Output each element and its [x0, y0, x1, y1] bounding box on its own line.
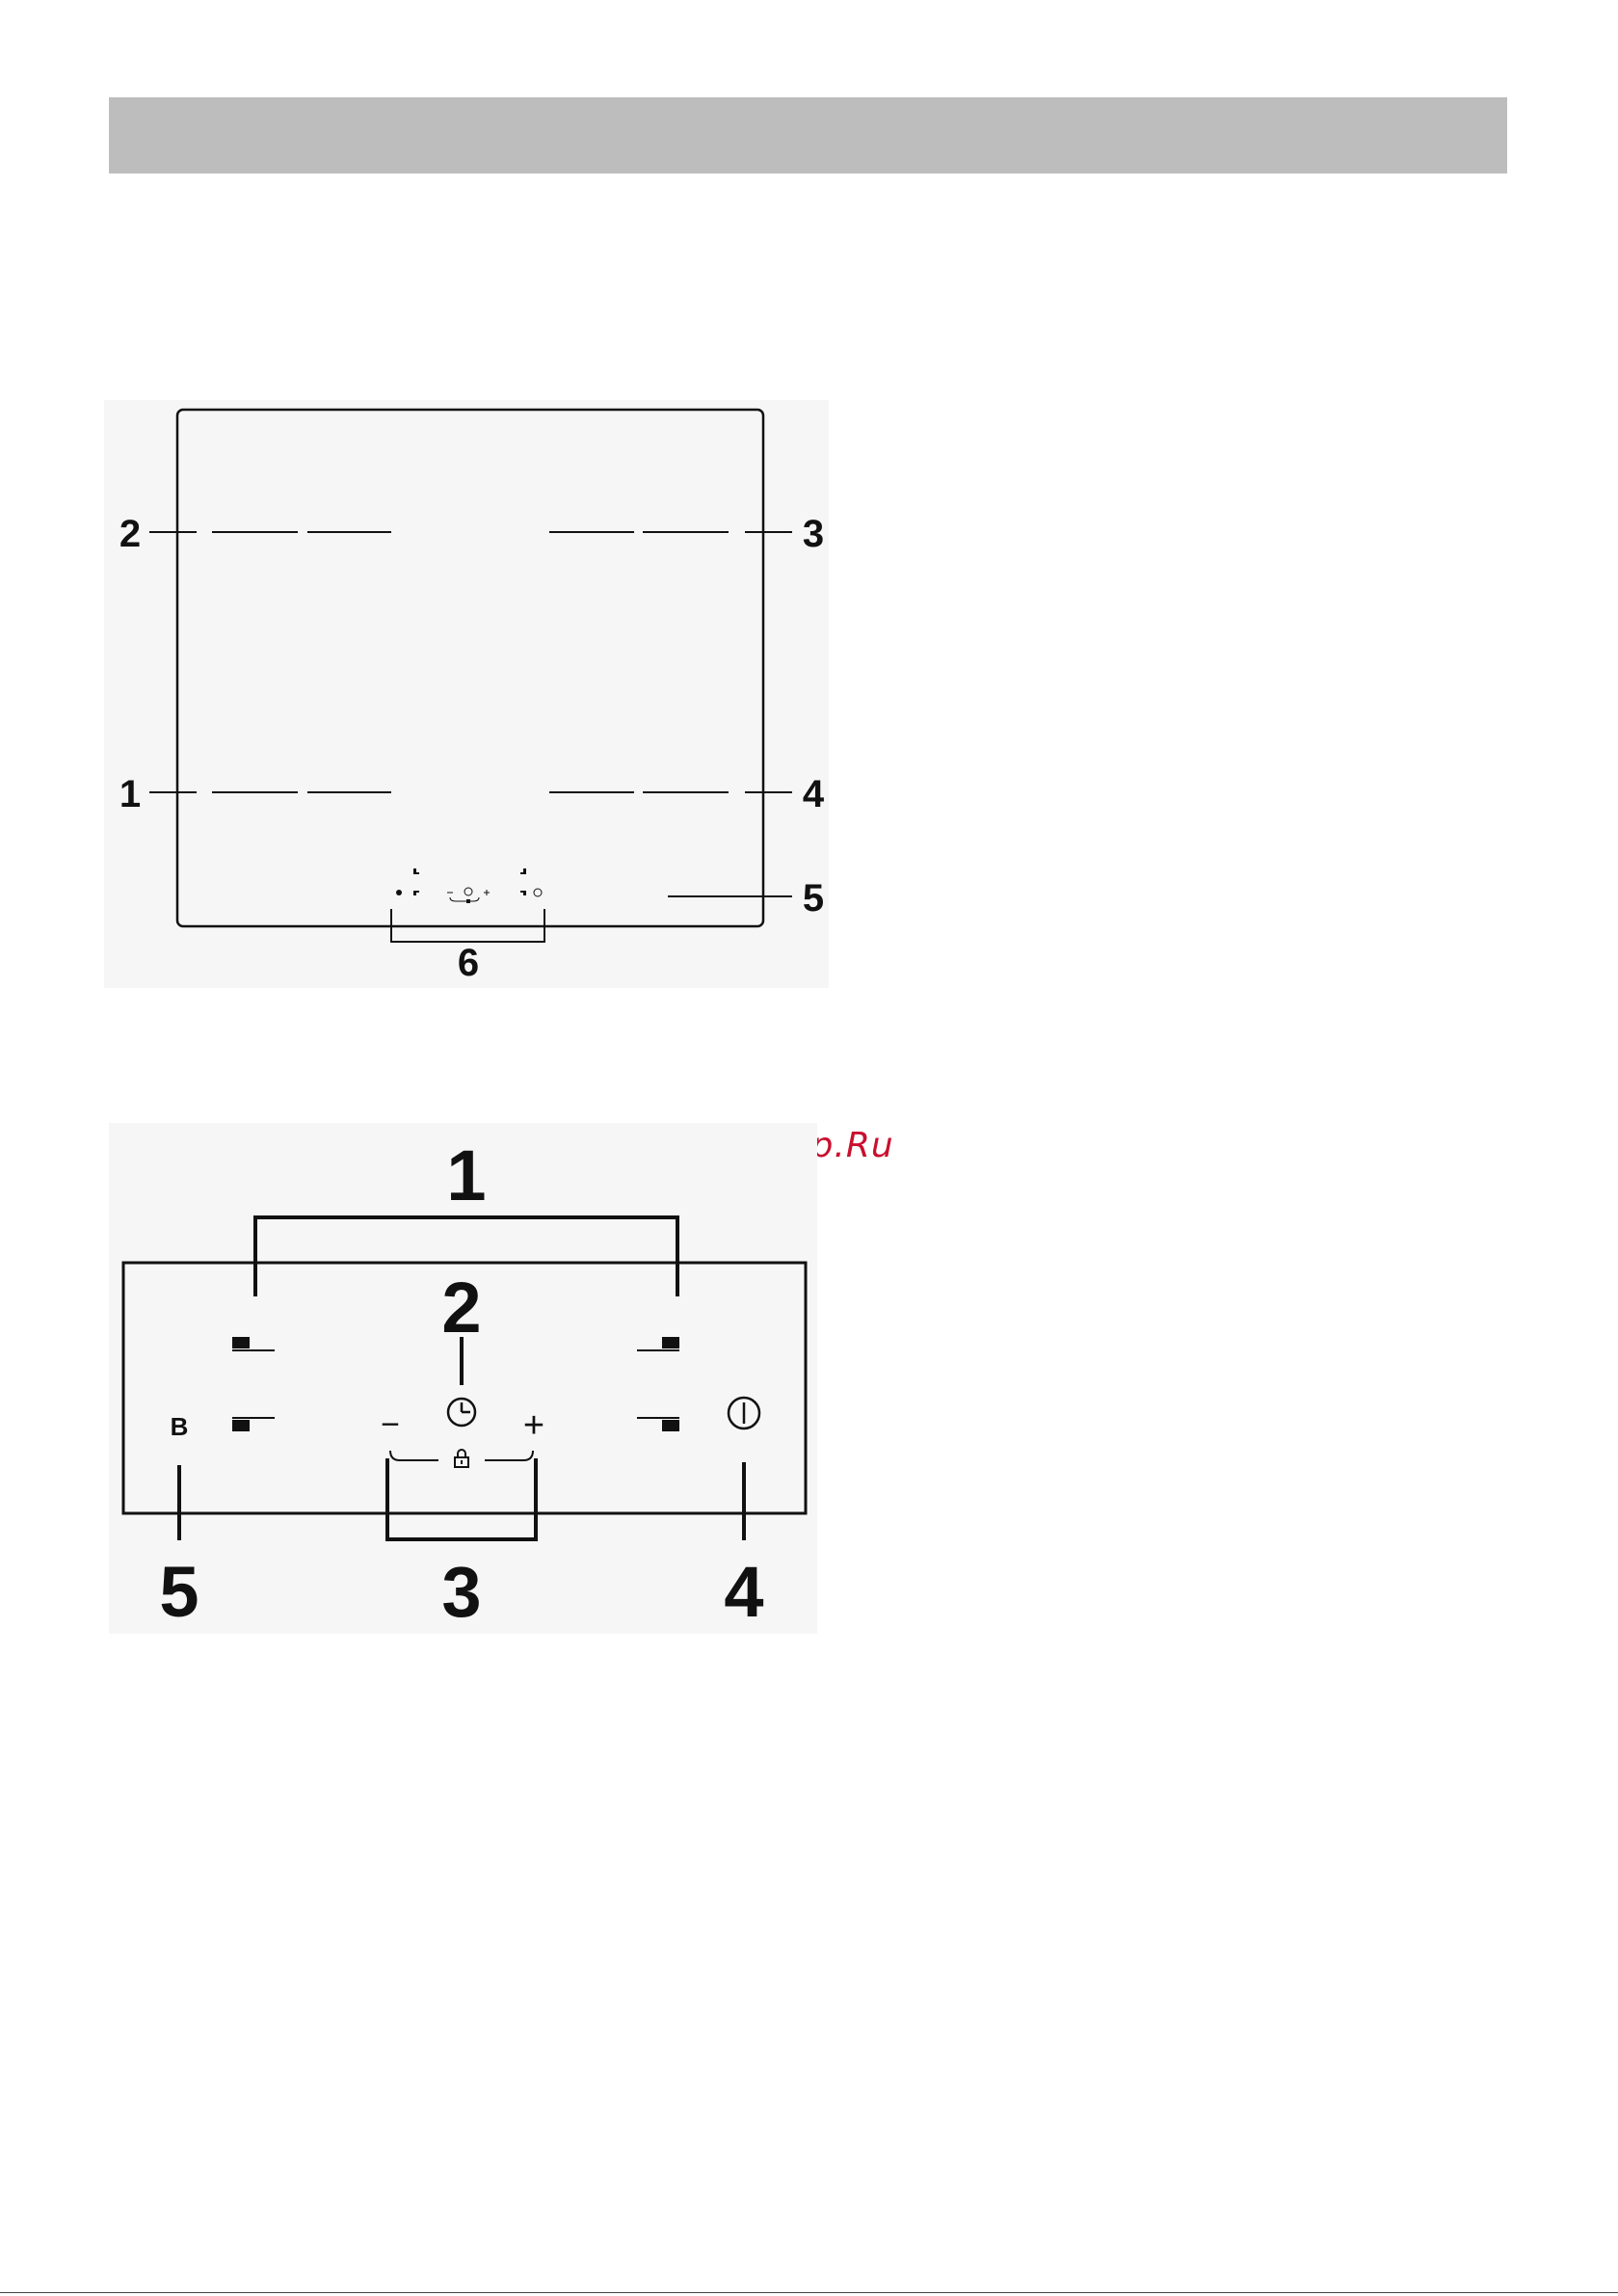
minus-symbol: − [381, 1406, 400, 1443]
callout-1: 1 [446, 1135, 486, 1215]
control-panel-diagram: B − + 1 2 3 4 5 [109, 1123, 817, 1634]
callout-4: 4 [803, 773, 825, 815]
timer-icon [448, 1399, 475, 1426]
callout-5: 5 [803, 877, 824, 920]
callout-5: 5 [159, 1552, 199, 1632]
lock-combo-bracket [390, 1451, 533, 1460]
plus-symbol: + [523, 1405, 544, 1446]
zone-select-icon [232, 1337, 679, 1431]
hob-top-view-diagram: 2 3 1 4 5 6 [104, 400, 829, 988]
booster-symbol: B [171, 1412, 189, 1441]
callout-2: 2 [441, 1268, 481, 1348]
callout-4: 4 [724, 1552, 763, 1632]
footer-rule [0, 2292, 1618, 2293]
header-bar [109, 97, 1507, 174]
panel-diagram-svg: B − + 1 2 3 4 5 [109, 1123, 817, 1634]
lock-bracket [387, 1458, 536, 1539]
hob-diagram-svg: 2 3 1 4 5 6 [104, 400, 829, 988]
power-icon [729, 1398, 759, 1428]
callout-6: 6 [458, 942, 479, 984]
callout-1: 1 [119, 773, 141, 815]
mini-control-panel [396, 868, 542, 903]
callout-3: 3 [441, 1552, 481, 1632]
hob-outline [177, 410, 763, 926]
callout-3: 3 [803, 513, 824, 555]
callout-2: 2 [119, 513, 141, 555]
lock-icon [455, 1450, 468, 1467]
